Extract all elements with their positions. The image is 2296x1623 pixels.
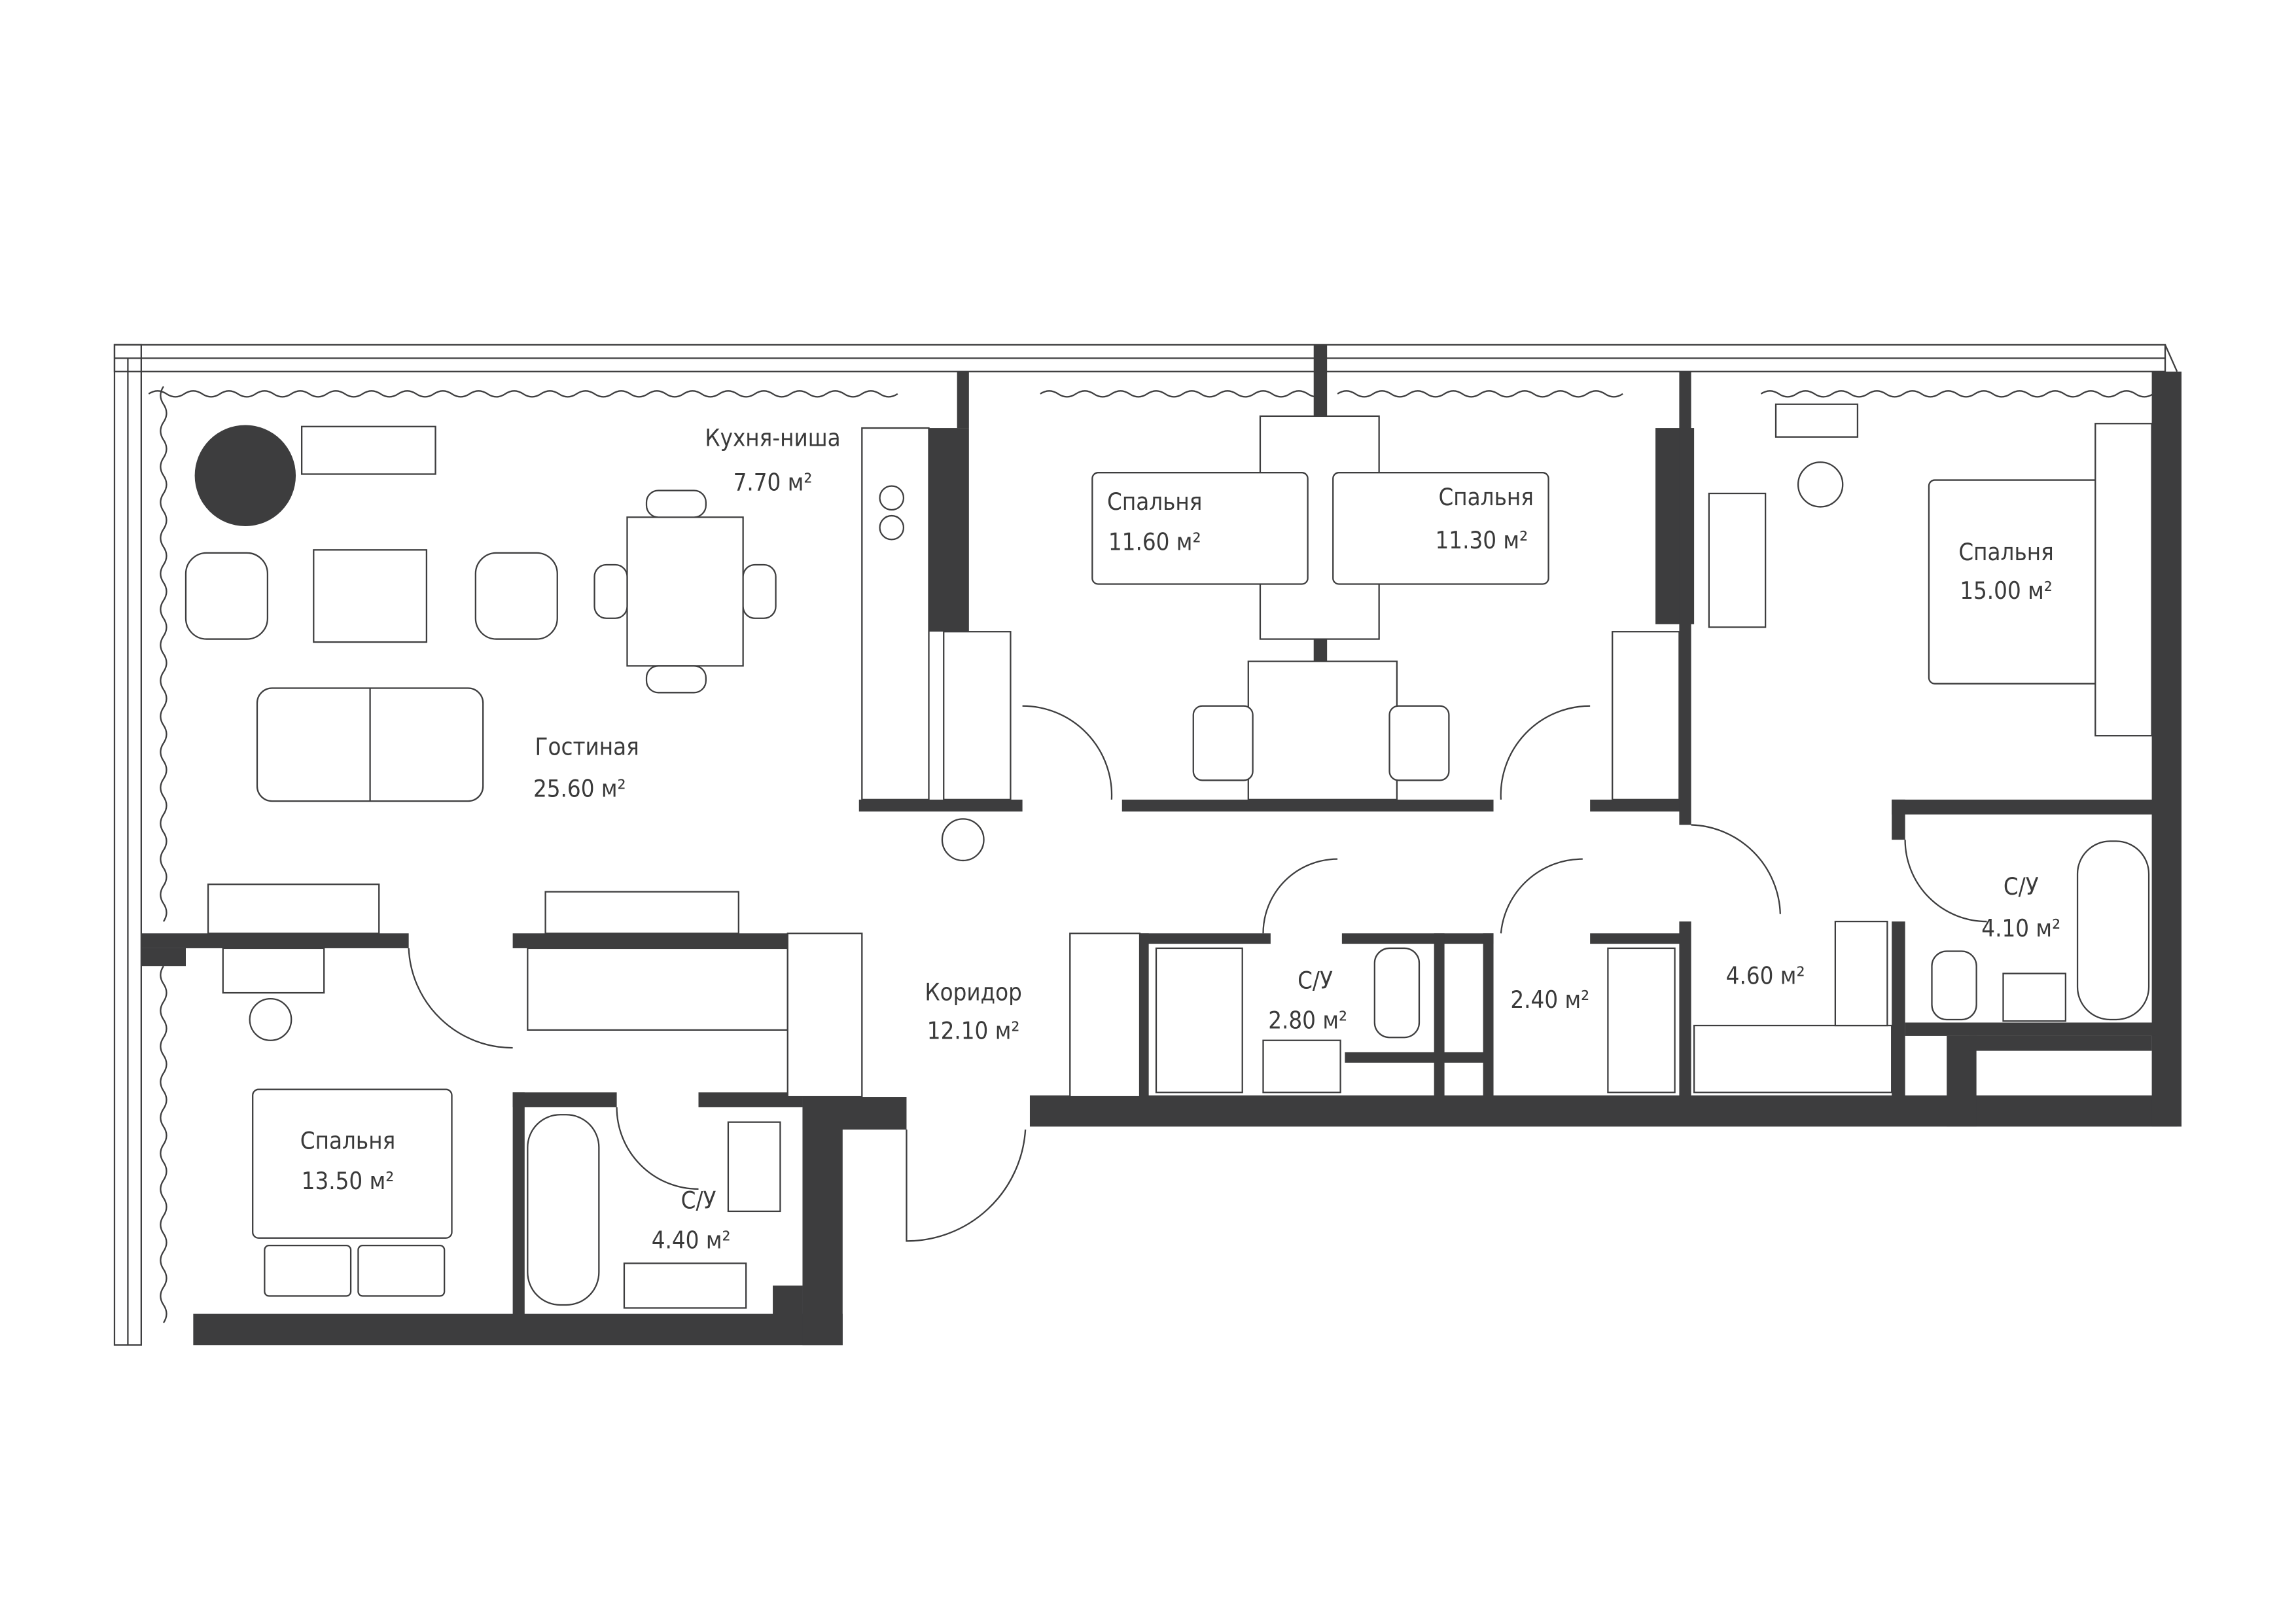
room-area-bedroom3: 15.00 м² xyxy=(1960,577,2053,605)
curtain xyxy=(1040,390,1326,398)
furniture xyxy=(185,403,2153,1309)
room-area-storage1: 2.40 м² xyxy=(1510,986,1589,1014)
room-area-bath1: 2.80 м² xyxy=(1268,1007,1347,1035)
room-area-bedroom1: 11.60 м² xyxy=(1108,527,1201,556)
curtain xyxy=(160,965,168,1323)
room-area-kitchen: 7.70 м² xyxy=(733,468,813,496)
curtain xyxy=(160,385,168,922)
room-area-storage2: 4.60 м² xyxy=(1726,961,1805,990)
room-name-bath2: С/У xyxy=(2004,872,2039,901)
curtain xyxy=(148,390,898,398)
room-labels: Кухня-ниша 7.70 м² Гостиная 25.60 м² Спа… xyxy=(300,423,2060,1254)
facade-glazing xyxy=(113,344,2178,1346)
curtain xyxy=(1760,390,2154,398)
walls xyxy=(141,344,2182,1346)
round-rug xyxy=(194,425,296,526)
room-name-living: Гостиная xyxy=(535,733,639,761)
room-area-bedroom4: 13.50 м² xyxy=(302,1167,395,1195)
room-area-living: 25.60 м² xyxy=(533,774,626,802)
curtains xyxy=(148,385,2154,1323)
room-name-kitchen: Кухня-ниша xyxy=(705,423,840,452)
room-name-bath1: С/У xyxy=(1298,966,1333,994)
room-name-bedroom2: Спальня xyxy=(1438,483,1533,511)
room-name-bath3: С/У xyxy=(681,1186,716,1214)
room-area-bath2: 4.10 м² xyxy=(1981,914,2060,942)
room-name-bedroom3: Спальня xyxy=(1958,538,2053,566)
room-area-bedroom2: 11.30 м² xyxy=(1436,526,1528,554)
room-name-corridor: Коридор xyxy=(925,978,1022,1006)
doors xyxy=(408,705,1987,1242)
room-name-bedroom4: Спальня xyxy=(300,1127,395,1155)
room-area-bath3: 4.40 м² xyxy=(652,1226,731,1255)
curtain xyxy=(1337,390,1623,398)
room-name-bedroom1: Спальня xyxy=(1107,488,1202,516)
room-area-corridor: 12.10 м² xyxy=(927,1016,1020,1044)
